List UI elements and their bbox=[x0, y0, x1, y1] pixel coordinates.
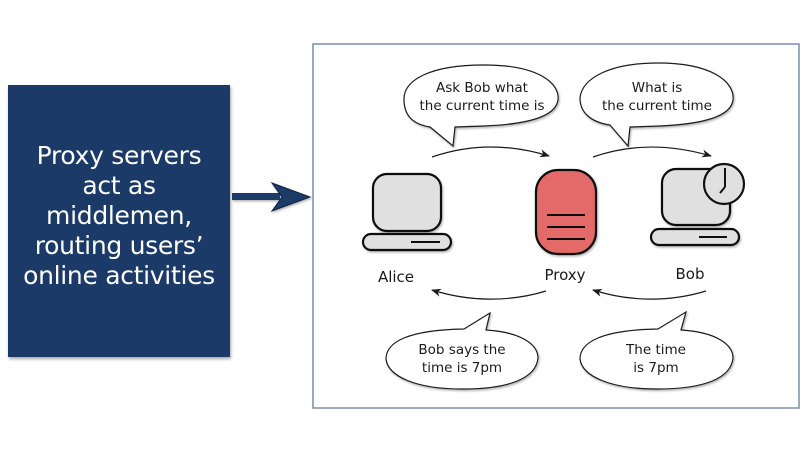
speech-bubble-proxy-response bbox=[385, 311, 539, 390]
node-label-alice: Alice bbox=[378, 268, 414, 286]
bob-computer-icon bbox=[649, 167, 741, 247]
connector-arrow bbox=[232, 181, 312, 213]
bubble-alice-request-line2: the current time is bbox=[419, 98, 544, 114]
speech-bubble-alice-request bbox=[403, 64, 559, 148]
bubble-bob-response-line1: The time bbox=[625, 342, 686, 358]
arrow-alice-to-proxy bbox=[431, 146, 550, 158]
alice-computer-icon bbox=[361, 172, 453, 252]
arrow-proxy-to-alice bbox=[431, 288, 547, 300]
arrow-bob-to-proxy bbox=[592, 288, 707, 300]
clock-icon bbox=[702, 162, 746, 206]
bubble-alice-request-line1: Ask Bob what bbox=[436, 80, 528, 96]
arrow-proxy-to-bob bbox=[592, 146, 712, 158]
bubble-bob-response-line2: is 7pm bbox=[633, 360, 678, 376]
bubble-proxy-request-line2: the current time bbox=[602, 98, 712, 114]
bubble-proxy-response-line2: time is 7pm bbox=[422, 360, 502, 376]
speech-bubble-bob-response bbox=[579, 310, 734, 390]
speech-bubble-proxy-request bbox=[579, 62, 734, 148]
proxy-server-icon bbox=[534, 168, 598, 256]
summary-callout-text: Proxy servers act as middlemen, routing … bbox=[23, 141, 215, 290]
summary-callout-box: Proxy servers act as middlemen, routing … bbox=[8, 85, 230, 357]
node-label-bob: Bob bbox=[676, 265, 705, 283]
node-label-proxy: Proxy bbox=[544, 266, 585, 284]
bubble-proxy-response-line1: Bob says the bbox=[418, 342, 505, 358]
bubble-proxy-request-line1: What is bbox=[632, 80, 683, 96]
